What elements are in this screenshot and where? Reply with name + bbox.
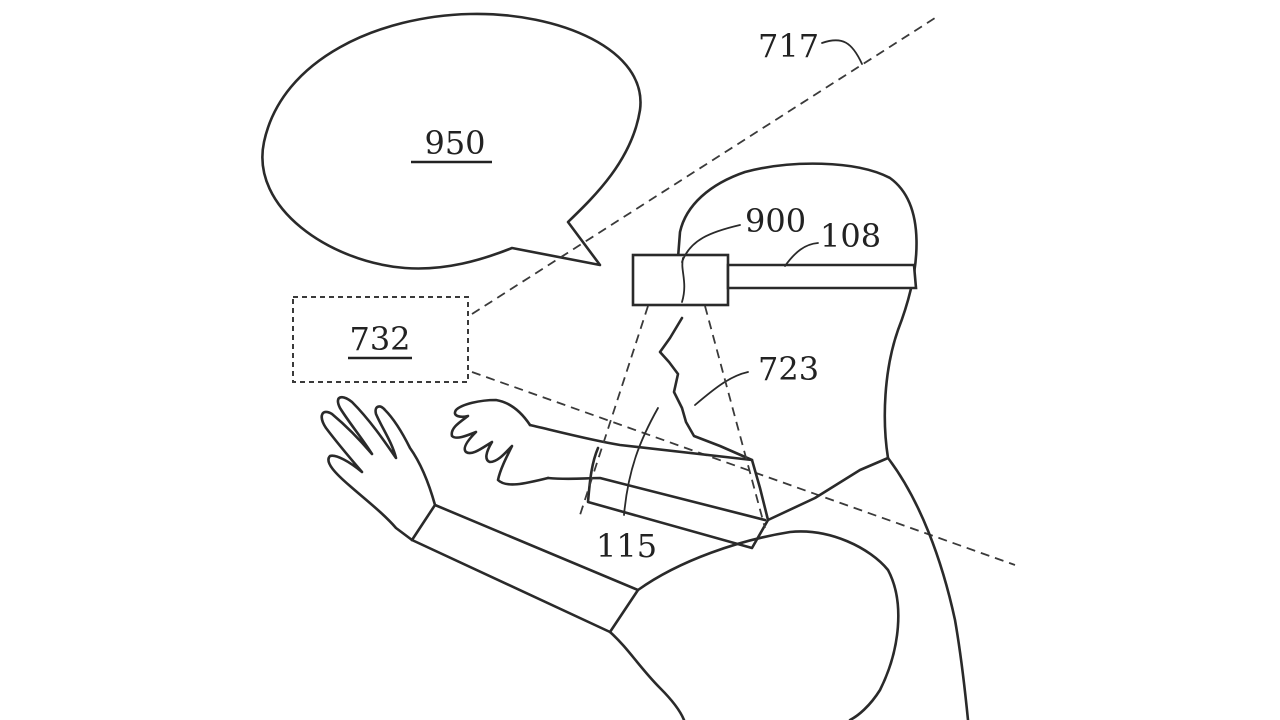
headset-device	[631, 253, 730, 307]
fov-upper-line	[471, 17, 936, 315]
device-leader-line	[681, 224, 741, 263]
strap-leader-line	[784, 242, 819, 267]
bubble-label: 950	[424, 124, 485, 162]
virtual-object-box	[292, 296, 469, 383]
strap-label: 108	[820, 217, 881, 255]
far-arm-lower	[546, 476, 767, 522]
sensor-leader-line	[623, 407, 659, 516]
near-arm-lower	[410, 538, 686, 720]
virtual-object-label: 732	[349, 320, 410, 358]
device-label: 900	[745, 202, 806, 240]
head-outline	[658, 162, 918, 522]
sensor-line-right	[704, 305, 766, 529]
near-sleeve-cuff	[608, 588, 640, 634]
far-hand	[450, 398, 550, 486]
head-leader-line	[694, 371, 749, 406]
near-hand	[320, 395, 437, 542]
sensor-line-left	[579, 305, 649, 516]
speech-bubble	[261, 12, 642, 270]
fov-leader-line	[821, 39, 863, 65]
near-arm-upper	[433, 503, 900, 720]
near-sleeve-cuff-top	[410, 503, 437, 542]
head-label: 723	[758, 350, 819, 388]
far-arm-upper	[528, 423, 754, 462]
shoulder-outline	[886, 456, 970, 720]
fov-label: 717	[758, 27, 819, 65]
sensor-label: 115	[596, 527, 657, 565]
headset-strap	[726, 263, 918, 290]
far-arm-sleeve	[586, 446, 770, 550]
fov-lower-line	[471, 371, 1016, 566]
